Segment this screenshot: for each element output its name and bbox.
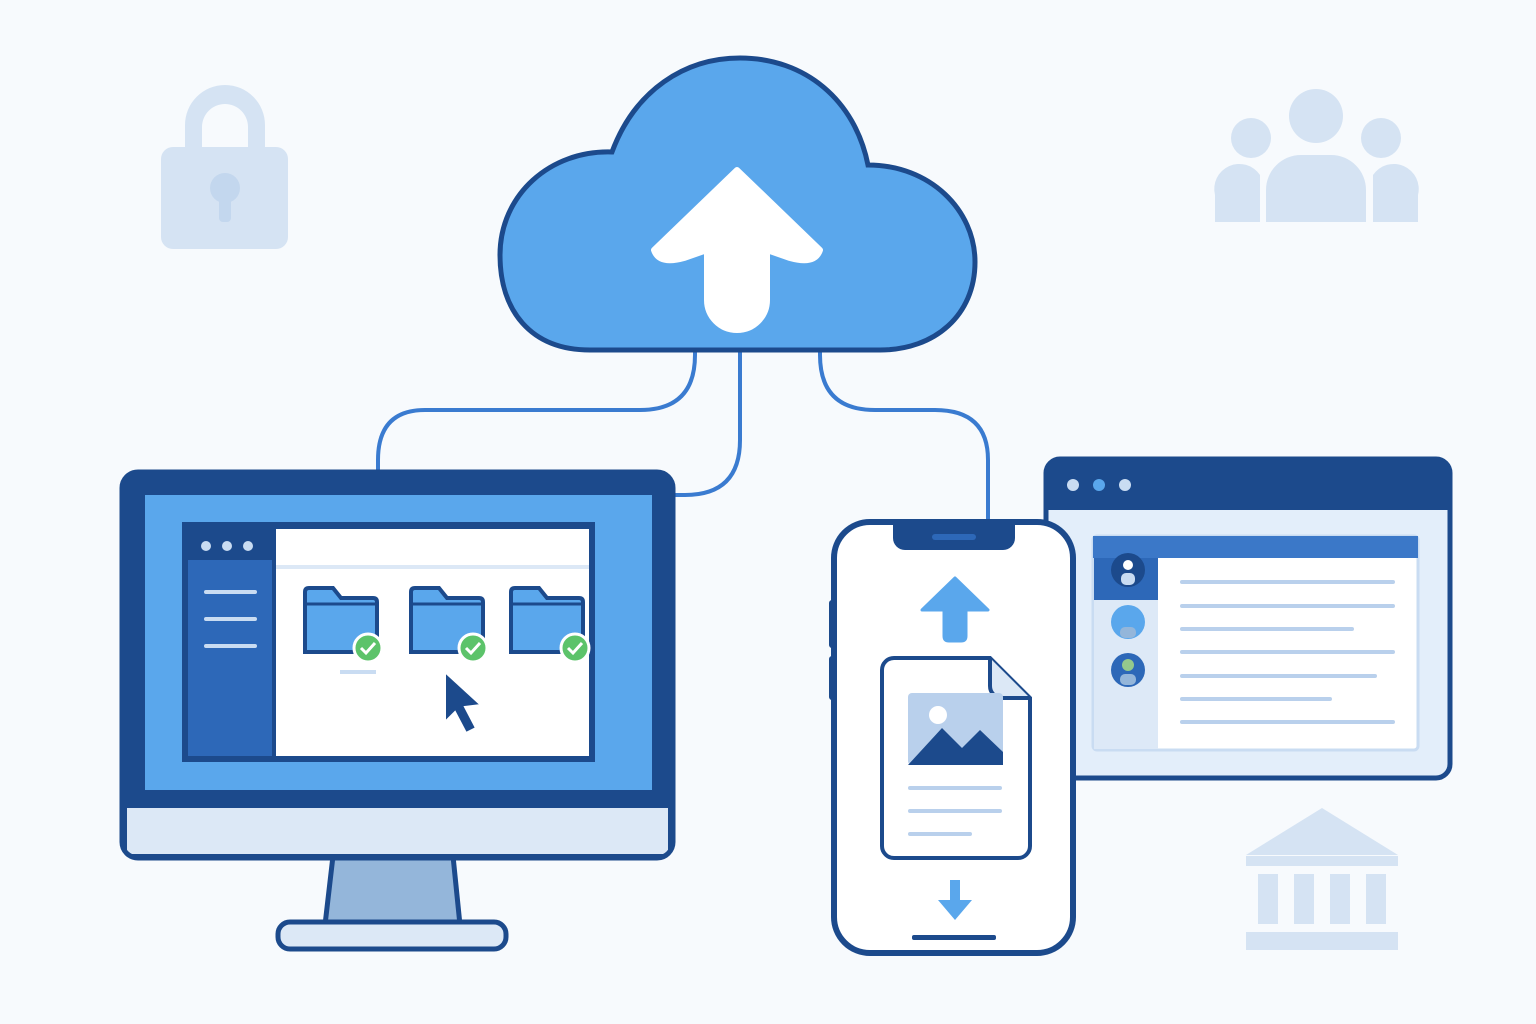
check-icon bbox=[352, 632, 384, 664]
upload-arrow-icon bbox=[651, 167, 823, 333]
folder-icon[interactable] bbox=[509, 586, 591, 664]
folder-icon[interactable] bbox=[409, 586, 489, 664]
desktop-monitor bbox=[119, 469, 676, 952]
image-document-icon bbox=[880, 656, 1032, 860]
download-arrow-icon bbox=[938, 880, 972, 920]
browser-window bbox=[1043, 456, 1453, 781]
lock-icon bbox=[161, 85, 288, 249]
folder-icon[interactable] bbox=[303, 586, 384, 674]
avatar-icon bbox=[1111, 653, 1145, 687]
cursor-icon bbox=[444, 669, 484, 735]
check-icon bbox=[559, 632, 591, 664]
avatar-icon bbox=[1111, 605, 1145, 639]
bank-icon bbox=[1246, 808, 1398, 950]
cloud-upload-icon bbox=[497, 55, 978, 353]
upload-arrow-icon bbox=[920, 576, 990, 643]
smartphone bbox=[829, 519, 1076, 956]
check-icon bbox=[457, 632, 489, 664]
avatar-icon bbox=[1111, 553, 1145, 587]
users-icon bbox=[1214, 89, 1419, 222]
file-manager-window bbox=[182, 522, 595, 762]
connector-lines bbox=[376, 345, 990, 522]
